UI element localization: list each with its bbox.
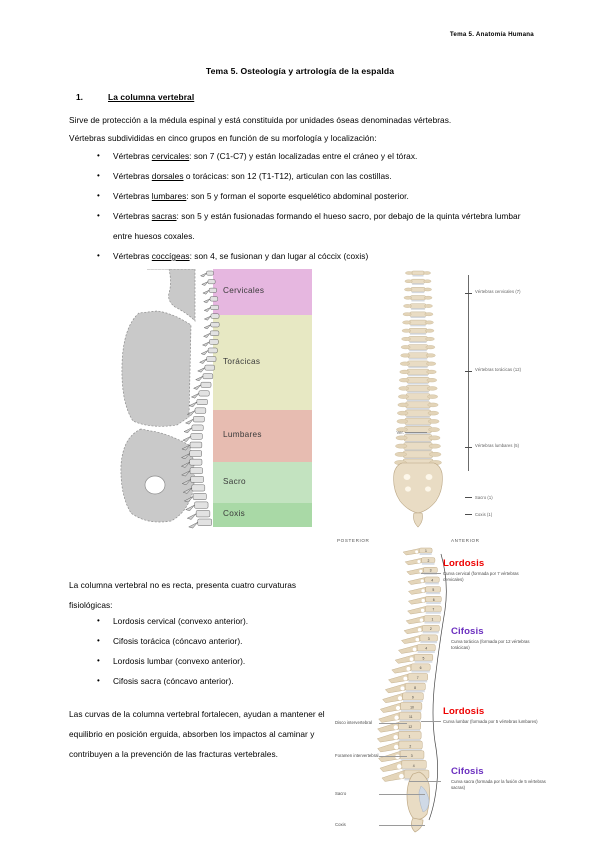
svg-text:10: 10: [410, 705, 414, 709]
curvature-item: Cifosis sacra (cóncavo anterior).: [95, 671, 535, 691]
svg-text:1: 1: [425, 549, 427, 553]
spine-region-label: Vértebras cervicales (7): [475, 289, 521, 294]
anatomy-side-label: Foramen intervertebral: [335, 753, 379, 758]
region-label-lumbares: Lumbares: [223, 430, 262, 439]
spine-label-tick: [465, 447, 472, 448]
anatomy-leader-line: [379, 756, 407, 757]
anatomy-side-label: Coxis: [335, 822, 346, 827]
curve-leader-line: [421, 721, 441, 722]
intro-paragraph-2: Vértebras subdivididas en cinco grupos e…: [69, 133, 377, 143]
svg-text:3: 3: [411, 754, 413, 758]
curvatures-intro-paragraph: La columna vertebral no es recta, presen…: [69, 580, 297, 610]
spine-region-label: Vértebras torácicas (12): [475, 367, 522, 372]
region-label-coxis: Coxis: [223, 509, 245, 518]
group-term: lumbares: [151, 191, 187, 201]
svg-text:5: 5: [432, 588, 434, 592]
group-prefix: Vértebras: [113, 151, 152, 161]
svg-text:1: 1: [409, 735, 411, 739]
spine-label-tick: [465, 371, 472, 372]
figure-whole-spine: Vértebras cervicales (7) Vértebras toráci…: [372, 267, 532, 530]
curvature-item: Lordosis cervical (convexo anterior).: [95, 611, 535, 631]
group-prefix: Vértebras: [113, 251, 152, 261]
closing-paragraph: Las curvas de la columna vertebral forta…: [69, 709, 325, 759]
curve-detail-lordosis: Curva lumbar (formada por 5 vértebras lu…: [443, 719, 538, 724]
svg-text:6: 6: [433, 598, 435, 602]
svg-text:2: 2: [409, 744, 411, 748]
curve-detail-lordosis: Curva cervical (formada por 7 vértebras …: [443, 571, 519, 582]
region-band-lumbares: [213, 410, 312, 462]
curve-heading-lordosis: Lordosis: [443, 558, 485, 569]
region-band-torácicas: [213, 315, 312, 410]
lateral-spine-svg: 123456712345678910111212345: [376, 547, 447, 833]
svg-text:9: 9: [412, 696, 414, 700]
vertebrae-group-item: Vértebras lumbares: son 5 y forman el so…: [95, 186, 535, 206]
anatomy-leader-line: [379, 723, 407, 724]
section-title: La columna vertebral: [108, 92, 195, 102]
spine-region-label: Coxis (1): [475, 512, 493, 517]
group-term: cervicales: [151, 151, 190, 161]
spine-label-tick: [465, 497, 472, 498]
region-band-cervicales: [213, 269, 312, 315]
spine-label-tick: [465, 514, 472, 515]
curvatures-list: Lordosis cervical (convexo anterior).Cif…: [95, 611, 535, 691]
svg-text:7: 7: [432, 608, 434, 612]
spine-region-label: Sacro (1): [475, 495, 493, 500]
curve-leader-line: [421, 573, 441, 574]
curvature-item: Cifosis torácica (cóncavo anterior).: [95, 631, 535, 651]
spine-side-note: Ver.: [396, 430, 404, 435]
group-description: : son 5 y forman el soporte esquelético …: [186, 191, 409, 201]
svg-text:4: 4: [413, 764, 415, 768]
region-band-coxis: [213, 503, 312, 527]
curve-heading-cifosis: Cifosis: [451, 766, 484, 777]
anatomy-side-label: Disco intervertebral: [335, 720, 373, 725]
group-prefix: Vértebras: [113, 171, 152, 181]
svg-text:3: 3: [430, 569, 432, 573]
spine-side-note-leader: [405, 432, 427, 433]
region-label-sacro: Sacro: [223, 476, 246, 486]
anatomy-leader-line: [379, 825, 425, 826]
group-description: o torácicas: son 12 (T1-T12), articulan …: [183, 171, 392, 181]
region-band-sacro: [213, 462, 312, 503]
posterior-label: POSTERIOR: [337, 538, 370, 543]
section-number: 1.: [76, 92, 83, 102]
svg-text:4: 4: [431, 578, 433, 582]
curve-detail-cifosis: Curva sacra (formada por la fusión de 5 …: [451, 779, 546, 790]
torso-silhouette-svg: [117, 269, 196, 523]
group-term: sacras: [151, 211, 177, 221]
group-description: : son 7 (C1-C7) y están localizadas entr…: [189, 151, 418, 161]
svg-text:2: 2: [427, 559, 429, 563]
group-description: : son 4, se fusionan y dan lugar al cócc…: [189, 251, 369, 261]
vertebrae-group-item: Vértebras cervicales: son 7 (C1-C7) y es…: [95, 146, 535, 166]
vertebrae-group-item: Vértebras coccígeas: son 4, se fusionan …: [95, 246, 535, 266]
running-head: Tema 5. Anatomía Humana: [449, 31, 534, 38]
curve-leader-line: [409, 781, 441, 782]
vertebrae-groups-list: Vértebras cervicales: son 7 (C1-C7) y es…: [95, 146, 535, 266]
page-title: Tema 5. Osteología y artrología de la es…: [205, 66, 395, 76]
anatomy-side-label: Sacro: [335, 791, 347, 796]
spine-bracket: [468, 275, 469, 471]
curvature-item: Lordosis lumbar (convexo anterior).: [95, 651, 535, 671]
group-prefix: Vértebras: [113, 191, 152, 201]
vertebral-column-svg: [180, 270, 220, 529]
svg-text:12: 12: [408, 725, 412, 729]
whole-spine-svg: [393, 270, 443, 528]
spine-label-tick: [465, 293, 472, 294]
anatomy-leader-line: [379, 794, 425, 795]
region-label-cervicales: Cervicales: [223, 286, 265, 295]
svg-text:11: 11: [409, 715, 413, 719]
group-term: dorsales: [151, 171, 184, 181]
curve-heading-lordosis: Lordosis: [443, 706, 485, 717]
intro-paragraph-1: Sirve de protección a la médula espinal …: [69, 115, 452, 125]
vertebrae-group-item: Vértebras sacras: son 5 y están fusionad…: [95, 206, 535, 246]
group-description: : son 5 y están fusionadas formando el h…: [113, 211, 521, 241]
group-prefix: Vértebras: [113, 211, 152, 221]
vertebrae-group-item: Vértebras dorsales o torácicas: son 12 (…: [95, 166, 535, 186]
group-term: coccígeas: [151, 251, 190, 261]
anterior-label: ANTERIOR: [451, 538, 480, 543]
spine-region-label: Vértebras lumbares (5): [475, 443, 520, 448]
region-label-torácicas: Torácicas: [223, 356, 261, 366]
